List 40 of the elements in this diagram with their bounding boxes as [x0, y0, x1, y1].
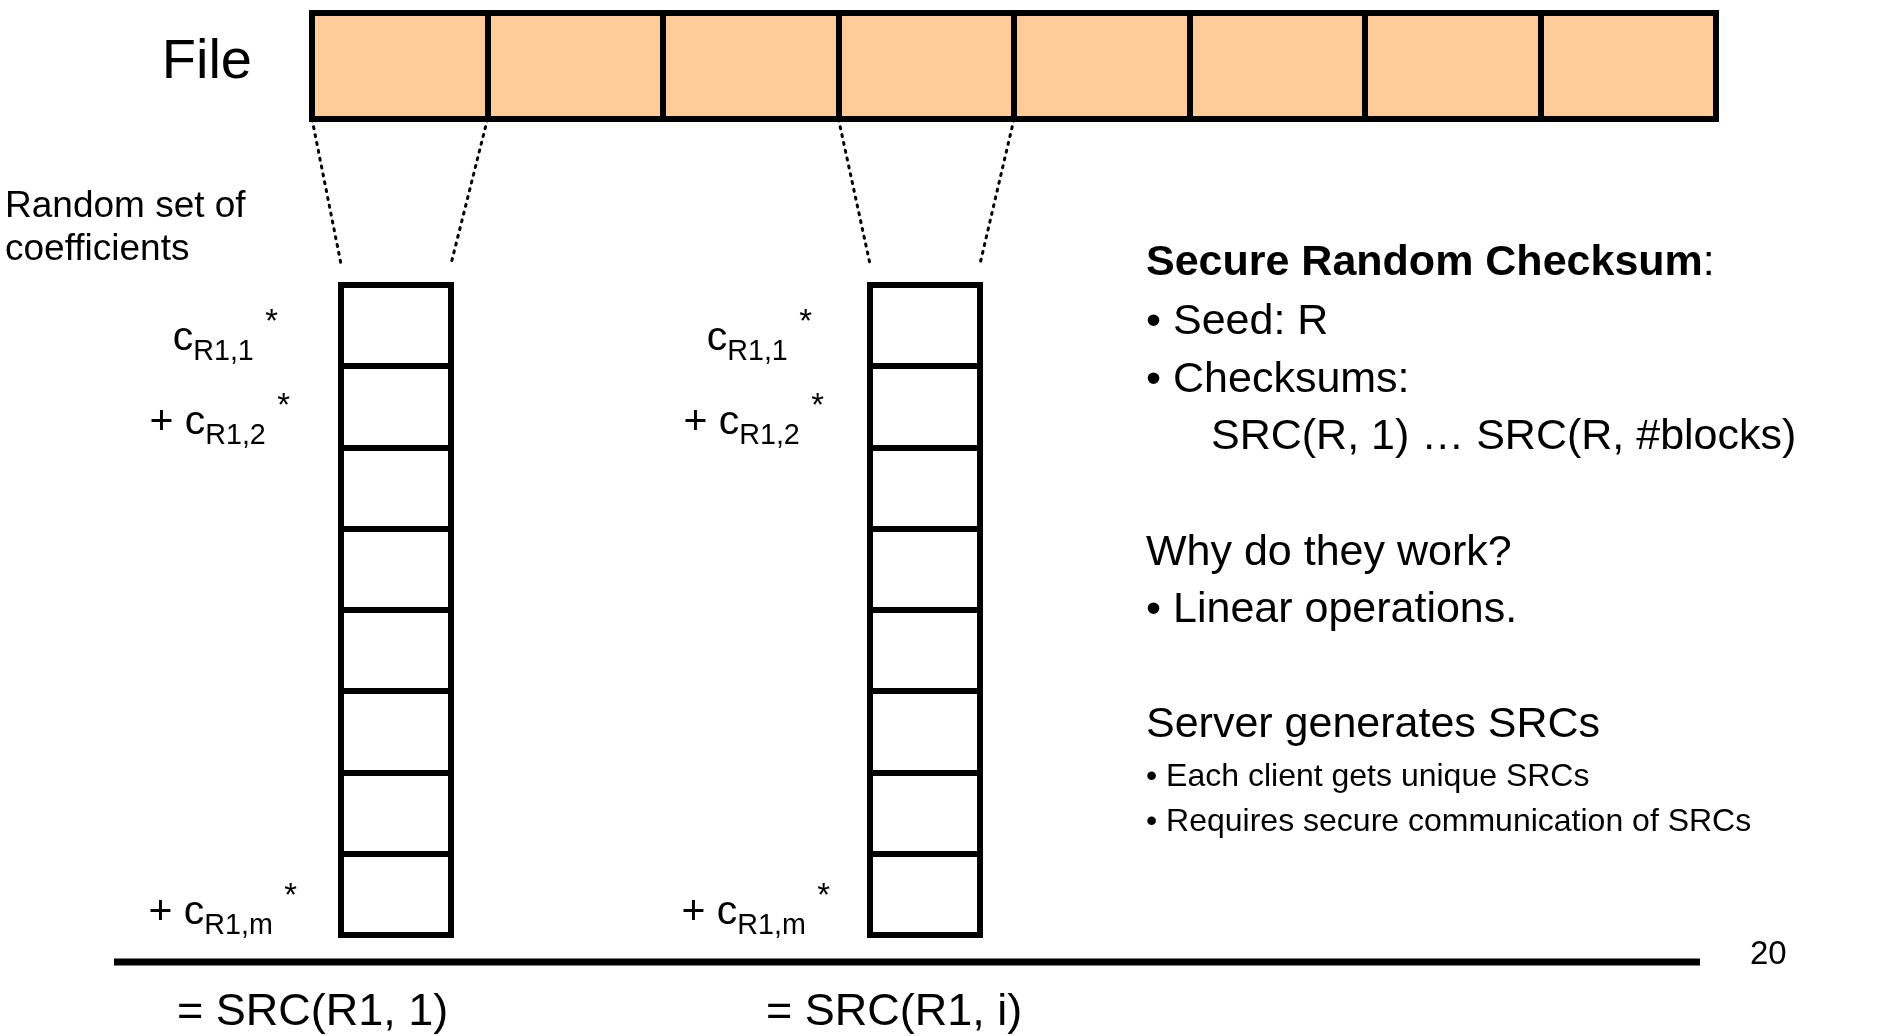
column-cell [870, 853, 980, 935]
bullet-item: • Requires secure communication of SRCs [1146, 802, 1752, 839]
column-cell [870, 285, 980, 367]
column-cell [341, 447, 451, 529]
section-heading: Why do they work? [1146, 526, 1512, 576]
page-number: 20 [1750, 934, 1787, 972]
column-cell [870, 366, 980, 448]
result-formula: = SRC(R1, 1) [177, 984, 449, 1036]
file-block [1189, 13, 1365, 119]
column-cell [341, 772, 451, 854]
column-cell [870, 772, 980, 854]
file-block [312, 13, 488, 119]
column-cell [870, 528, 980, 610]
block-column [338, 282, 454, 938]
caption-text: Random set of coefficients [5, 184, 247, 270]
bullet-item: • Each client gets unique SRCs [1146, 757, 1590, 794]
file-block [487, 13, 663, 119]
file-block [838, 13, 1014, 119]
result-formula: = SRC(R1, i) [766, 984, 1023, 1036]
file-label: File [161, 27, 252, 92]
section-heading: Server generates SRCs [1146, 698, 1601, 748]
bullet-item: • Checksums: [1146, 353, 1410, 403]
file-block [1014, 13, 1190, 119]
column-cell [870, 447, 980, 529]
column-cell [870, 610, 980, 692]
column-cell [341, 610, 451, 692]
bullet-item: • Linear operations. [1146, 583, 1518, 633]
column-cell [341, 691, 451, 773]
column-cell [341, 366, 451, 448]
column-cell [870, 691, 980, 773]
file-block [1365, 13, 1541, 119]
file-block [663, 13, 839, 119]
column-cell [341, 285, 451, 367]
section-heading: Secure Random Checksum: [1146, 236, 1715, 286]
formula-text: SRC(R, 1) … SRC(R, #blocks) [1211, 410, 1797, 460]
block-column [867, 282, 983, 938]
column-cell [341, 528, 451, 610]
column-cell [341, 853, 451, 935]
file-block [1540, 13, 1716, 119]
bullet-item: • Seed: R [1146, 295, 1329, 345]
